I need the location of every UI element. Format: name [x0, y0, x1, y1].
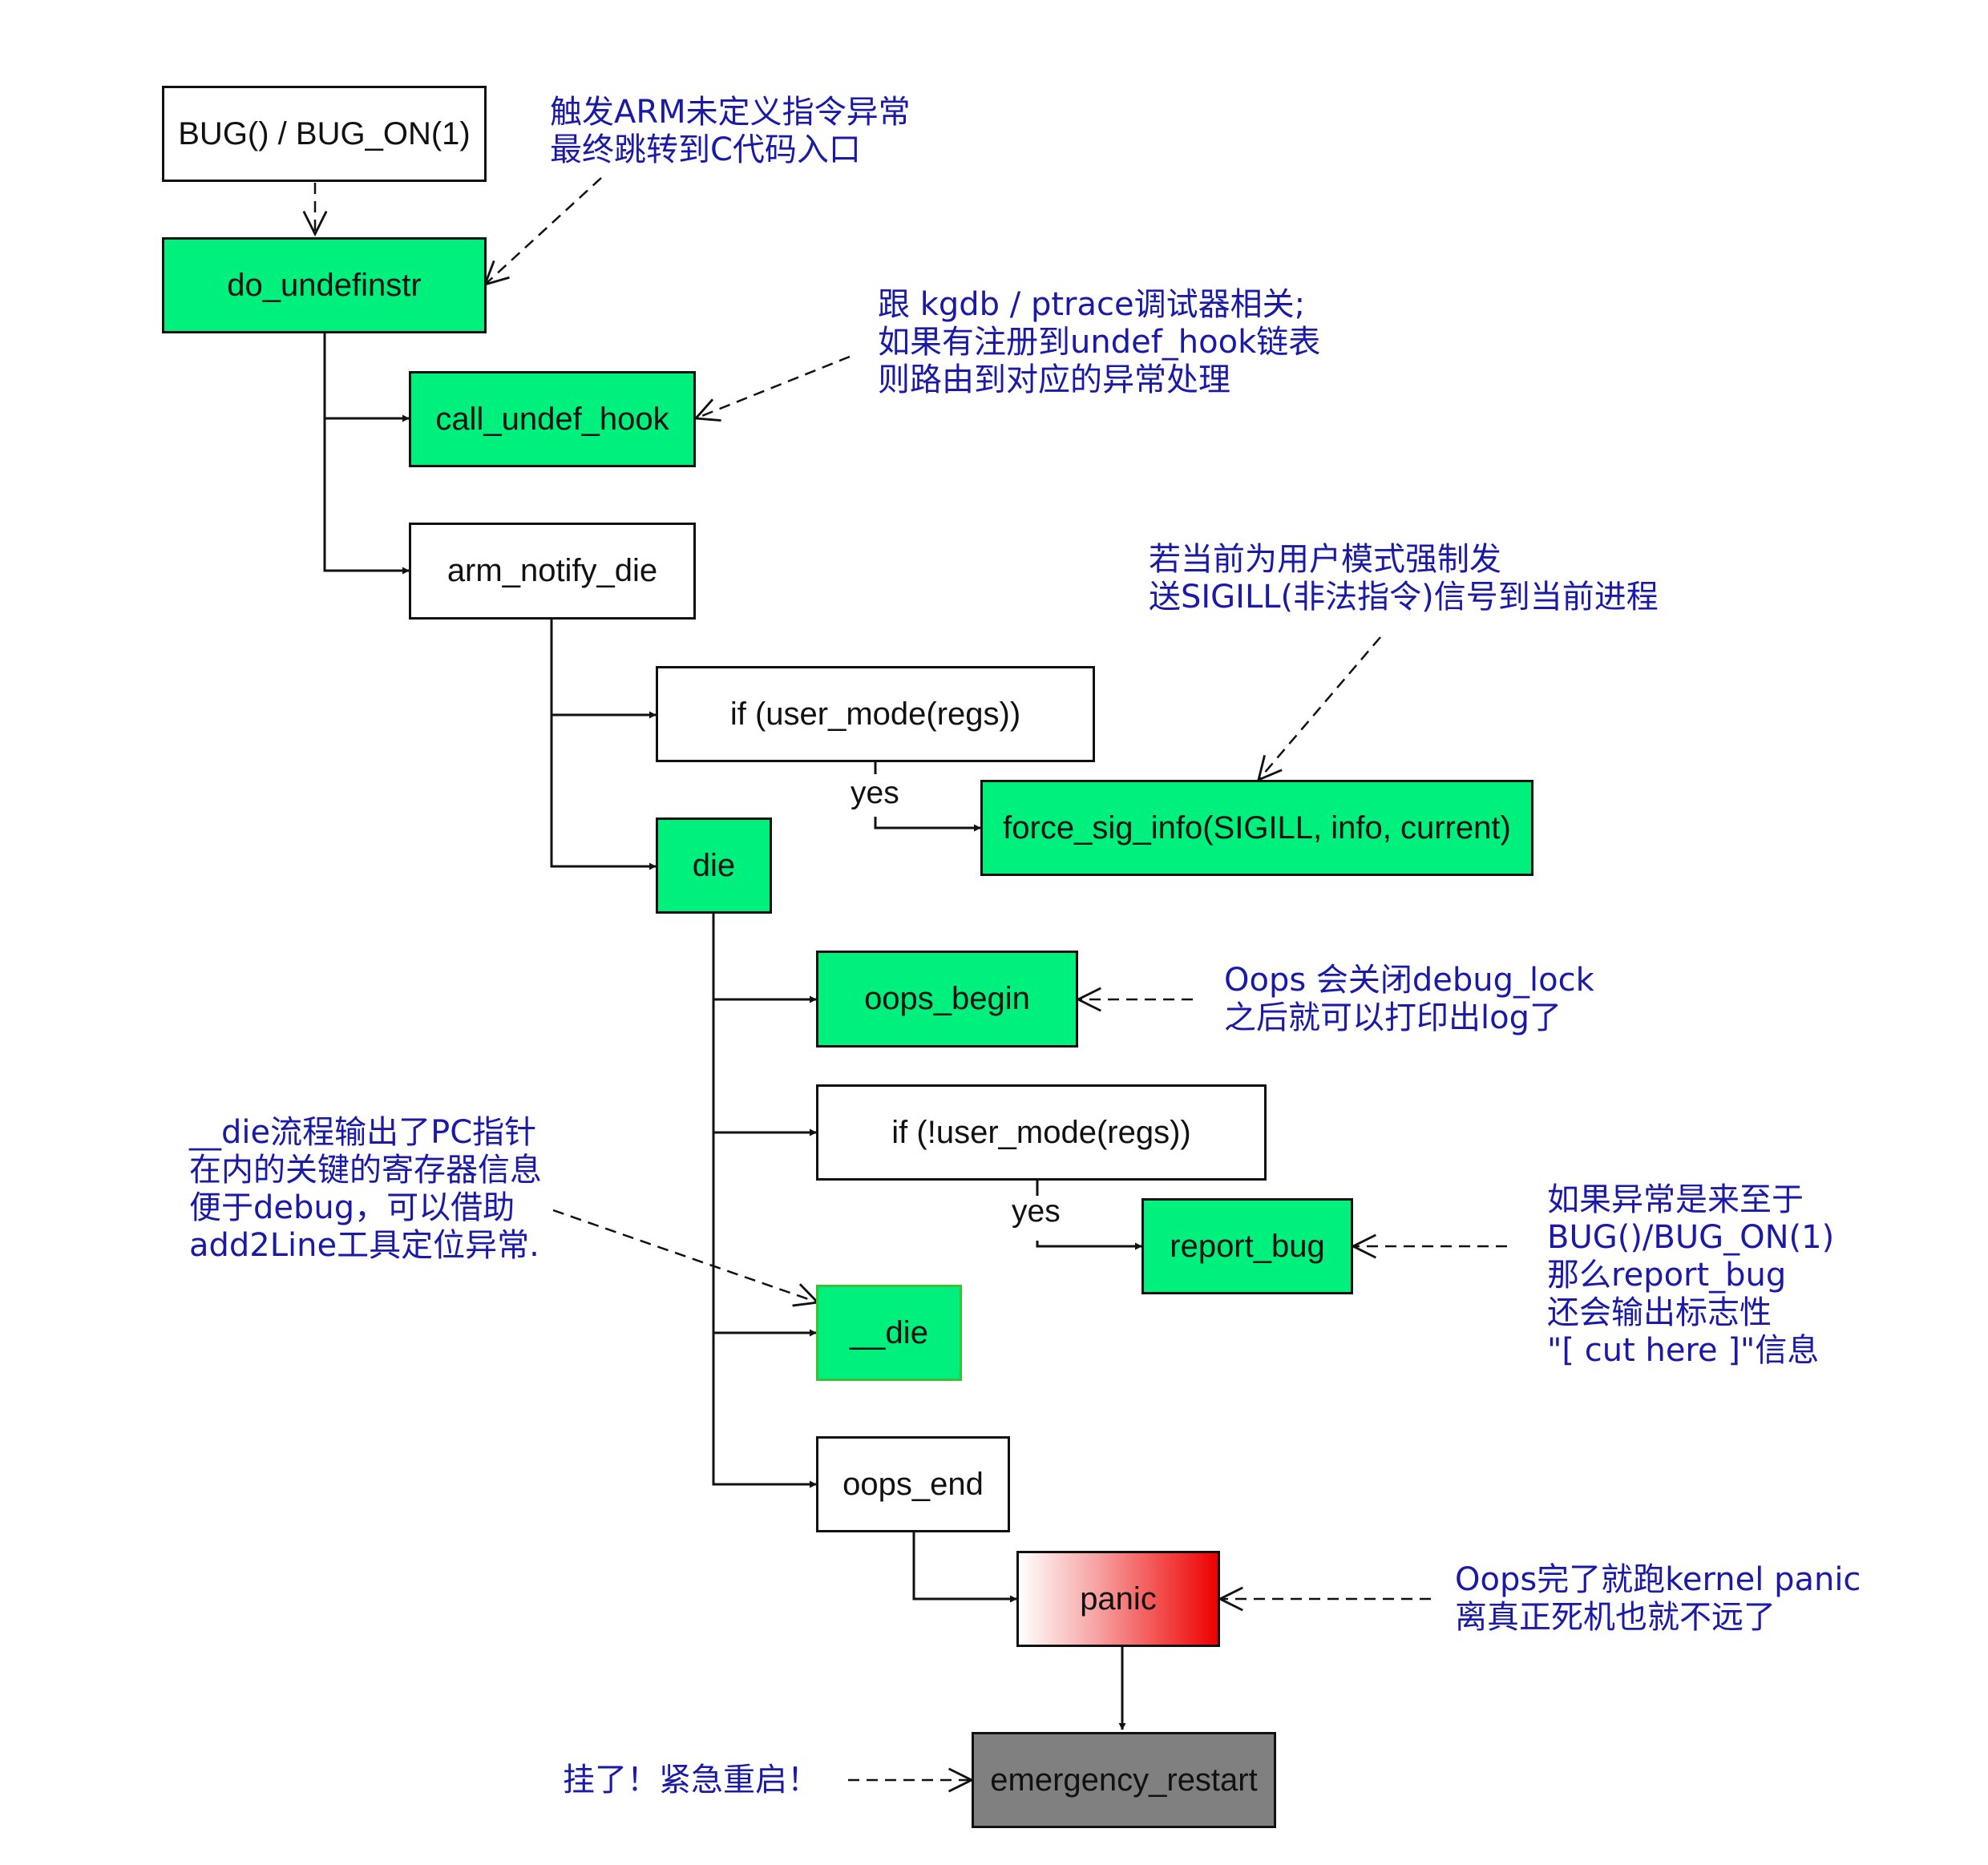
flow-connectors [323, 333, 1142, 1730]
call-undef-hook-node: call_undef_hook [409, 371, 696, 467]
panic-node: panic [1016, 1551, 1220, 1647]
connector-if-user-mode-yes-branch [874, 817, 981, 832]
note-sigill: 若当前为用户模式强制发 送SIGILL(非法指令)信号到当前进程 [1149, 541, 1659, 616]
dashed-note-arm-undef [485, 177, 602, 285]
note-die-flow: __die流程输出了PC指针 在内的关键的寄存器信息 便于debug，可以借助 … [189, 1114, 542, 1264]
__die-node: __die [816, 1285, 962, 1381]
note-report-bug: 如果异常是来至于 BUG()/BUG_ON(1) 那么report_bug 还会… [1547, 1181, 1835, 1369]
dashed-note-die-flow [552, 1209, 818, 1302]
connector-arm-notify-die-to-if-user-mode [550, 620, 657, 719]
note-restart: 挂了！紧急重启！ [563, 1762, 819, 1798]
connector-oops-end-to-panic [912, 1532, 1017, 1603]
force-sig-info-node: force_sig_info(SIGILL, info, current) [980, 780, 1533, 876]
note-panic: Oops完了就跑kernel panic 离真正死机也就不远了 [1455, 1561, 1861, 1636]
dashed-connectors [315, 177, 1507, 1780]
do-undefinstr-node: do_undefinstr [162, 237, 487, 333]
connector-do-undefinstr-to-call-undef-hook [323, 333, 410, 422]
report-bug-node: report_bug [1141, 1198, 1353, 1294]
connector-if-not-user-mode-yes-branch [1036, 1241, 1142, 1250]
connector-die-trunk [712, 914, 817, 1488]
connector-arm-notify-die-to-die [550, 715, 657, 870]
bug-on-node: BUG() / BUG_ON(1) [162, 86, 487, 182]
dashed-note-kgdb [696, 355, 851, 418]
if-not-user-mode-node: if (!user_mode(regs)) [816, 1084, 1267, 1181]
emergency-restart-node: emergency_restart [972, 1732, 1276, 1828]
note-oops-begin: Oops 会关闭debug_lock 之后就可以打印出log了 [1224, 962, 1594, 1036]
dashed-note-sigill [1259, 636, 1381, 780]
oops-begin-node: oops_begin [816, 951, 1078, 1048]
oops-end-node: oops_end [816, 1436, 1010, 1532]
connector-do-undefinstr-to-arm-notify-die [323, 418, 410, 575]
if-user-mode-node: if (user_mode(regs)) [656, 666, 1095, 762]
arm-notify-die-node: arm_notify_die [409, 523, 696, 620]
die-node: die [656, 817, 772, 914]
yes-label-not-user-mode: yes [1012, 1194, 1061, 1229]
note-kgdb: 跟 kgdb / ptrace调试器相关; 如果有注册到undef_hook链表… [878, 286, 1321, 398]
yes-label-user-mode: yes [851, 776, 899, 810]
note-arm-undef: 触发ARM未定义指令异常 最终跳转到C代码入口 [550, 94, 911, 168]
